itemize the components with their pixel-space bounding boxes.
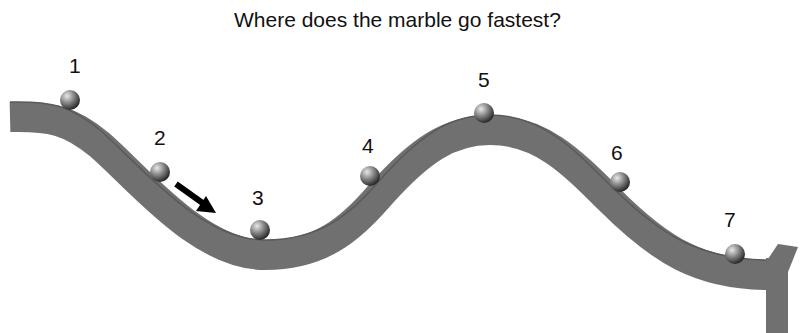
track-edge [10,102,770,260]
end-stop [766,244,798,272]
callout-number: 5 [478,68,490,91]
direction-arrow [176,184,216,213]
marbles [60,90,745,264]
callout-number: 2 [154,126,166,149]
callout-number: 7 [724,208,736,231]
diagram-title: Where does the marble go fastest? [234,8,561,31]
callout-number: 3 [252,186,264,209]
track [10,117,770,275]
callout-number: 1 [69,54,81,77]
callout-number: 4 [362,134,374,157]
callout-number: 6 [611,141,623,164]
